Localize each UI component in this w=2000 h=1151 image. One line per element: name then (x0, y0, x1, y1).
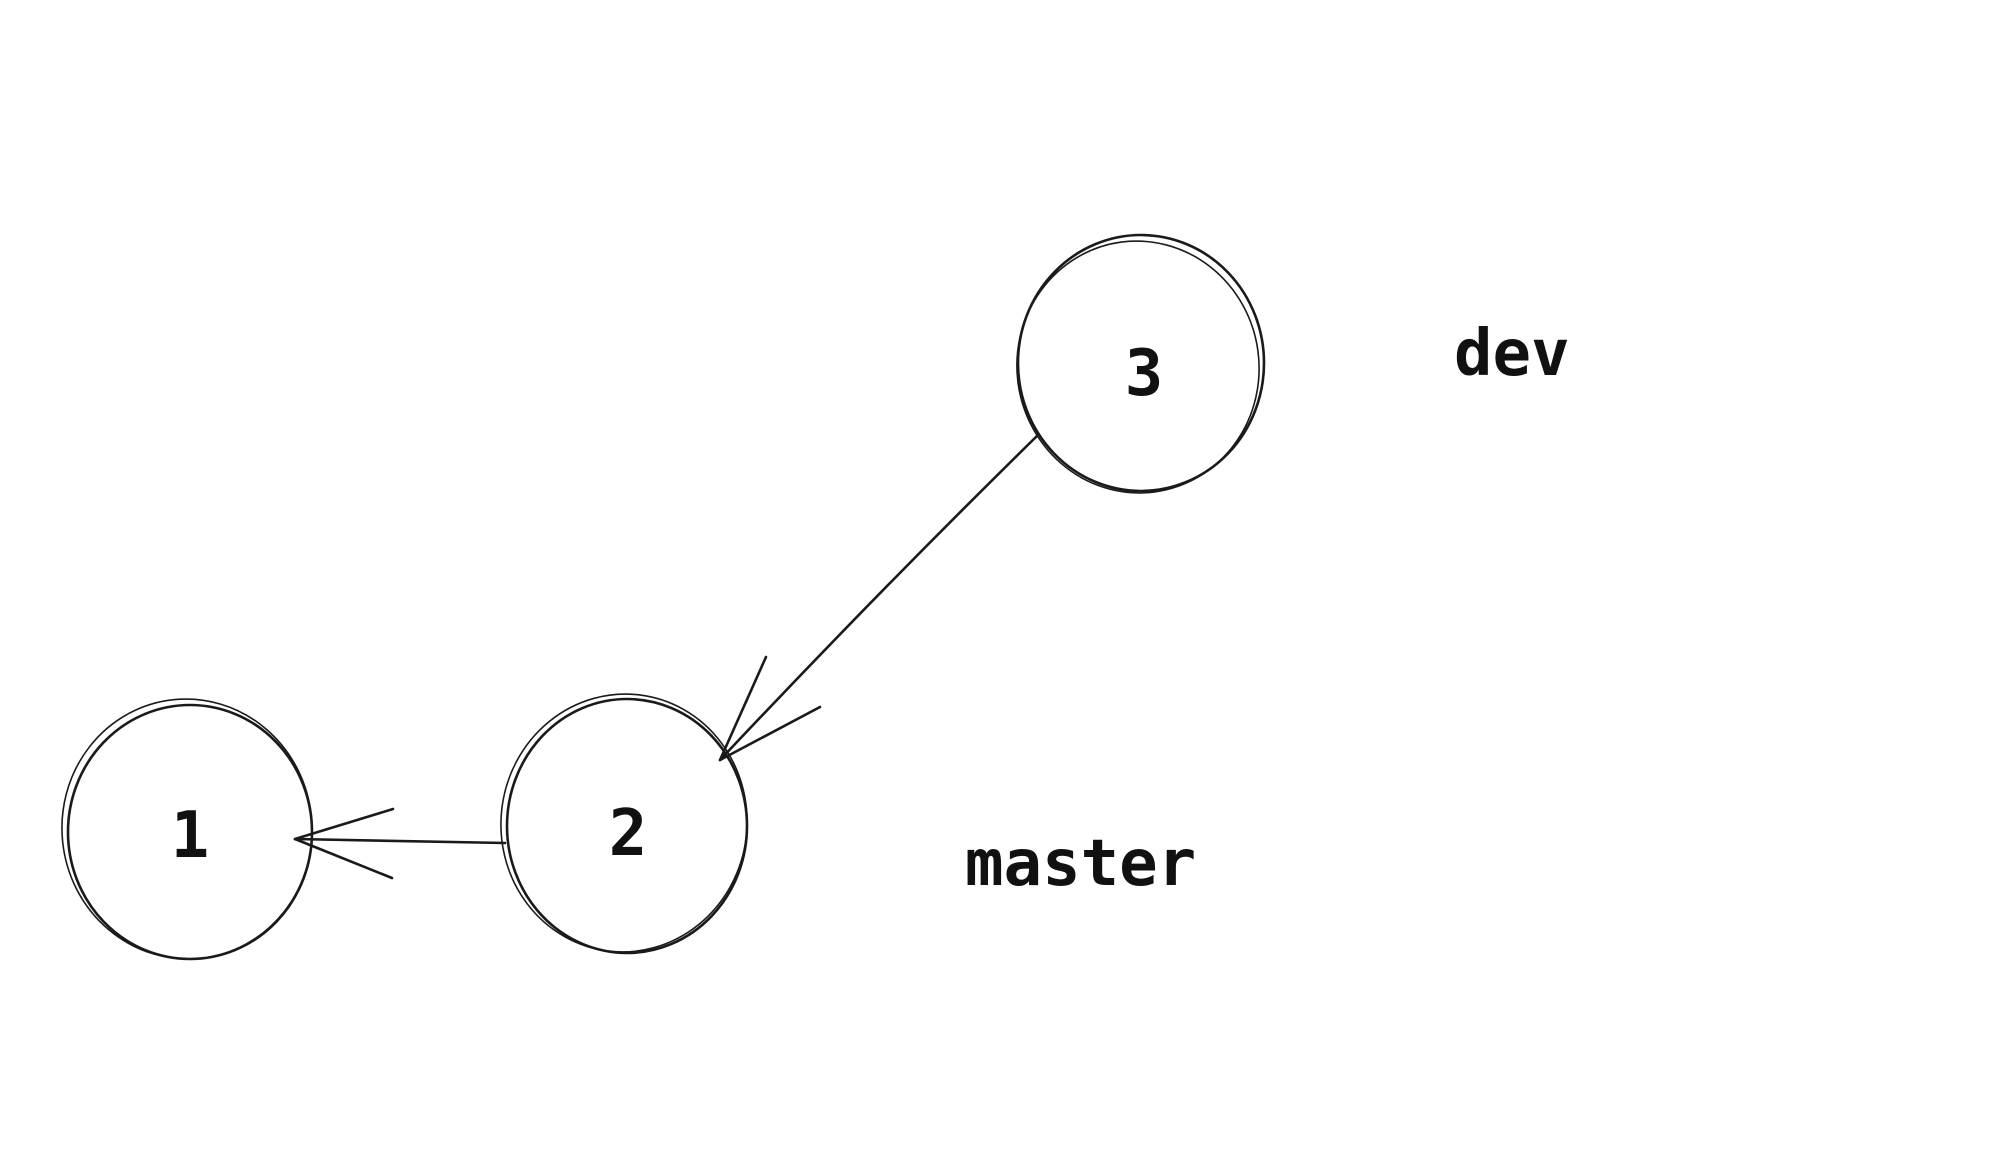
commit-label-3: 3 (1125, 337, 1164, 411)
branch-label-dev: dev (1454, 317, 1570, 391)
commit-node-1[interactable]: 1 (49, 687, 325, 972)
edge-2-to-1-arrow (293, 807, 507, 880)
commit-label-2: 2 (609, 797, 648, 871)
branch-label-master: master (965, 827, 1196, 901)
commit-node-3[interactable]: 3 (1001, 225, 1276, 508)
edge-3-to-2-arrow (718, 433, 1040, 762)
commit-label-1: 1 (171, 799, 210, 873)
commit-node-2[interactable]: 2 (486, 680, 762, 966)
